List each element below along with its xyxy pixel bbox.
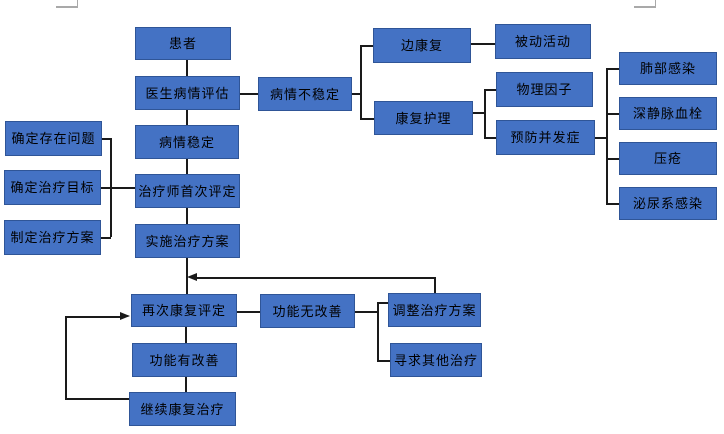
connector	[355, 311, 378, 313]
connector	[606, 158, 619, 160]
node-seek-other-treatment[interactable]: 寻求其他治疗	[390, 343, 482, 377]
node-patient[interactable]: 患者	[135, 27, 231, 60]
connector	[360, 118, 374, 120]
connector	[606, 68, 608, 204]
connector	[196, 277, 435, 279]
connector	[484, 137, 496, 139]
connector	[240, 93, 258, 95]
connector	[65, 398, 129, 400]
connector	[360, 45, 373, 47]
node-adjust-plan[interactable]: 调整治疗方案	[388, 293, 481, 327]
node-urinary-infection[interactable]: 泌尿系感染	[619, 187, 717, 220]
page-corner-mark-top-left-h	[56, 6, 78, 8]
connector	[101, 187, 135, 189]
connector	[186, 60, 188, 76]
node-prevent-complications[interactable]: 预防并发症	[496, 120, 595, 155]
connector	[352, 93, 361, 95]
arrowhead-left	[187, 272, 197, 281]
node-function-improved[interactable]: 功能有改善	[132, 343, 237, 377]
connector	[471, 43, 495, 45]
arrowhead-right	[120, 311, 130, 320]
node-physical-factors[interactable]: 物理因子	[496, 72, 593, 107]
node-passive-activity[interactable]: 被动活动	[495, 24, 591, 59]
connector	[186, 110, 188, 125]
node-rehab-nursing[interactable]: 康复护理	[374, 101, 473, 135]
node-doctor-assessment[interactable]: 医生病情评估	[135, 76, 240, 110]
node-continue-rehab[interactable]: 继续康复治疗	[129, 392, 236, 426]
node-reassessment[interactable]: 再次康复评定	[131, 294, 237, 327]
node-condition-unstable[interactable]: 病情不稳定	[258, 77, 352, 111]
node-implement-plan[interactable]: 实施治疗方案	[135, 224, 240, 258]
connector	[237, 311, 260, 313]
connector	[473, 112, 484, 114]
node-make-plan[interactable]: 制定治疗方案	[4, 220, 101, 255]
node-no-improvement[interactable]: 功能无改善	[260, 294, 355, 328]
node-therapist-first-eval[interactable]: 治疗师首次评定	[135, 174, 240, 208]
connector	[434, 277, 436, 293]
node-identify-problems[interactable]: 确定存在问题	[5, 121, 102, 156]
connector	[377, 302, 379, 360]
connector	[65, 316, 121, 318]
connector	[186, 208, 188, 224]
connector	[377, 302, 388, 304]
connector	[606, 68, 619, 70]
node-lung-infection[interactable]: 肺部感染	[619, 52, 717, 85]
connector	[595, 137, 606, 139]
connector	[360, 45, 362, 120]
connector	[484, 89, 486, 138]
connector	[186, 159, 188, 174]
page-corner-mark-top-right-h	[634, 6, 656, 8]
node-condition-stable[interactable]: 病情稳定	[135, 125, 239, 159]
connector	[186, 258, 188, 294]
connector	[606, 113, 619, 115]
connector	[606, 203, 619, 205]
connector	[377, 360, 390, 362]
node-deep-vein-thrombosis[interactable]: 深静脉血栓	[619, 97, 717, 130]
node-rehab-alongside[interactable]: 边康复	[373, 28, 471, 63]
connector	[101, 237, 111, 239]
connector	[185, 327, 187, 343]
connector	[185, 377, 187, 392]
connector	[484, 89, 496, 91]
connector	[65, 316, 67, 399]
node-pressure-sore[interactable]: 压疮	[619, 142, 717, 175]
page-corner-mark-top-right-v	[654, 0, 656, 8]
page-corner-mark-top-left-v	[76, 0, 78, 8]
node-set-goals[interactable]: 确定治疗目标	[4, 170, 101, 205]
connector	[102, 138, 111, 140]
